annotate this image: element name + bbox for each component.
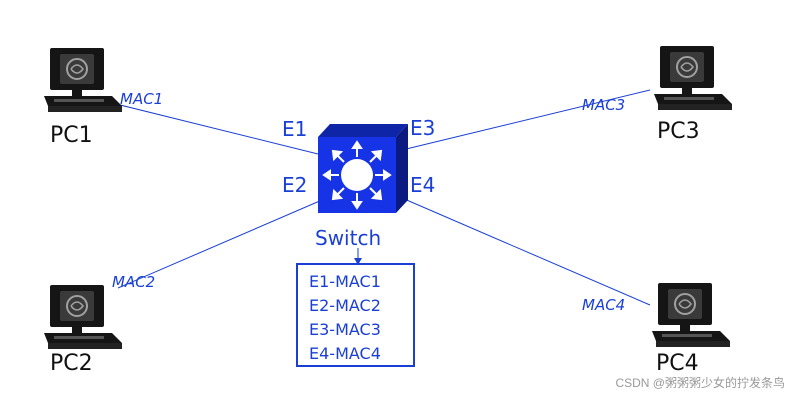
mac4-label: MAC4 [582, 296, 625, 314]
pc3-icon [653, 45, 733, 111]
mac-table-row: E1-MAC1 [309, 272, 381, 291]
port-e4-label: E4 [410, 173, 435, 197]
pc1-label: PC1 [50, 123, 93, 148]
mac-table-box [296, 263, 415, 367]
link-pc4-switch [401, 197, 651, 306]
table-arrow-head [354, 258, 362, 265]
mac-table-row: E3-MAC3 [309, 320, 381, 339]
mac-table-row: E2-MAC2 [309, 296, 381, 315]
watermark: CSDN @粥粥粥少女的拧发条鸟 [615, 375, 785, 390]
pc1-icon [43, 47, 123, 113]
pc4-icon [651, 282, 731, 348]
mac-table-row: E4-MAC4 [309, 344, 381, 363]
port-e3-label: E3 [410, 116, 435, 140]
mac2-label: MAC2 [112, 273, 155, 291]
pc2-icon [43, 284, 123, 350]
port-e2-label: E2 [282, 173, 307, 197]
pc4-label: PC4 [656, 351, 699, 376]
mac1-label: MAC1 [120, 90, 163, 108]
mac3-label: MAC3 [582, 96, 625, 114]
link-pc2-switch [117, 199, 323, 289]
link-pc3-switch [401, 89, 651, 151]
switch-icon [318, 124, 408, 213]
link-pc1-switch [99, 99, 323, 156]
pc3-label: PC3 [657, 119, 700, 144]
switch-label: Switch [315, 226, 381, 250]
port-e1-label: E1 [282, 117, 307, 141]
pc2-label: PC2 [50, 351, 93, 376]
